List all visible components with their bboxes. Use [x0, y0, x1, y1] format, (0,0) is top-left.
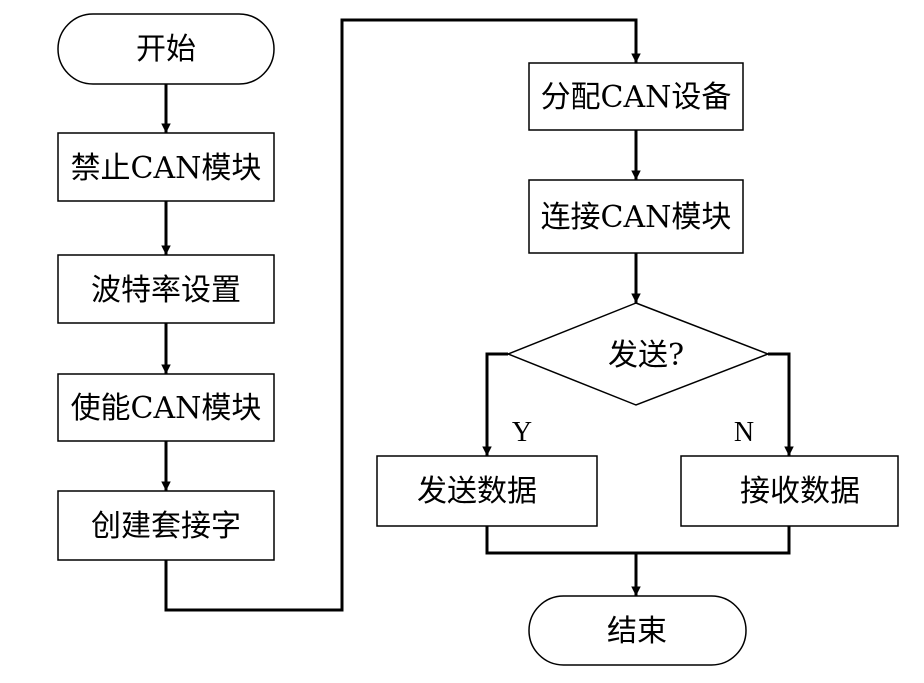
- node-end-label: 结束: [607, 614, 667, 649]
- edge-decision-send: [482, 352, 508, 456]
- node-create-socket-label: 创建套接字: [91, 509, 241, 544]
- node-alloc-can-label: 分配CAN设备: [541, 80, 732, 115]
- node-enable-can-label: 使能CAN模块: [71, 391, 262, 426]
- branch-label-yes: Y: [512, 417, 532, 448]
- node-create-socket: 创建套接字: [57, 490, 275, 561]
- node-start: 开始: [57, 13, 275, 85]
- node-start-label: 开始: [136, 32, 196, 67]
- node-connect-can-label: 连接CAN模块: [541, 200, 732, 235]
- node-decision-label: 发送?: [608, 338, 684, 373]
- edge-send-merge: [485, 526, 791, 555]
- branch-label-no: N: [734, 417, 754, 448]
- node-receive-data-label: 接收数据: [740, 474, 860, 509]
- node-receive-data: 接收数据: [680, 455, 899, 527]
- node-send-data: 发送数据: [376, 455, 598, 527]
- node-end: 结束: [528, 595, 747, 666]
- node-send-data-label: 发送数据: [417, 474, 537, 509]
- node-baud-rate-label: 波特率设置: [91, 273, 241, 308]
- edge-socket-alloc: [164, 18, 641, 612]
- node-alloc-can: 分配CAN设备: [528, 62, 744, 131]
- node-disable-can-label: 禁止CAN模块: [71, 151, 262, 186]
- node-enable-can: 使能CAN模块: [57, 373, 275, 442]
- node-decision-send: 发送?: [505, 302, 771, 406]
- node-connect-can: 连接CAN模块: [528, 179, 744, 254]
- node-baud-rate: 波特率设置: [57, 254, 275, 324]
- edge-decision-receive: [768, 352, 794, 456]
- node-disable-can: 禁止CAN模块: [57, 132, 275, 202]
